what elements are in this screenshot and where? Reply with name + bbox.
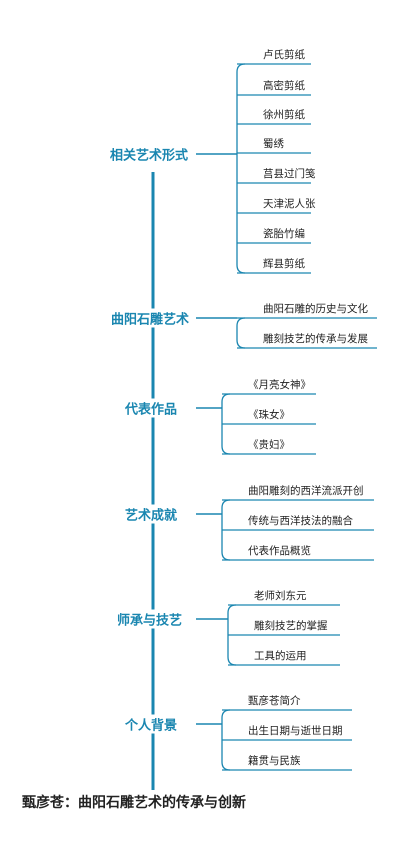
branch-3-leaf-1: 传统与西洋技法的融合 bbox=[248, 515, 353, 527]
branch-2-label: 代表作品 bbox=[124, 398, 179, 418]
branch-0-leaf-0: 卢氏剪纸 bbox=[263, 49, 305, 61]
branch-0-bracket bbox=[236, 63, 246, 274]
branch-5-leaf-1: 出生日期与逝世日期 bbox=[248, 725, 343, 737]
branch-1-label: 曲阳石雕艺术 bbox=[110, 308, 191, 328]
branch-0-leaf-7: 辉县剪纸 bbox=[263, 258, 305, 270]
branch-4-leaf-1: 雕刻技艺的掌握 bbox=[254, 620, 328, 632]
branch-1-bracket bbox=[236, 317, 246, 349]
root-title: 甄彦苍：曲阳石雕艺术的传承与创新 bbox=[22, 795, 246, 811]
branch-4-label: 师承与技艺 bbox=[116, 609, 184, 629]
branch-0-leaf-2: 徐州剪纸 bbox=[263, 109, 305, 121]
branch-1-leaf-1: 雕刻技艺的传承与发展 bbox=[263, 333, 368, 345]
branch-4-leaf-0: 老师刘东元 bbox=[254, 590, 307, 602]
branch-1-leaf-0: 曲阳石雕的历史与文化 bbox=[263, 303, 368, 315]
branch-0-leaf-5: 天津泥人张 bbox=[263, 198, 316, 210]
branch-2-leaf-2: 《贵妇》 bbox=[248, 439, 290, 451]
branch-5-leaf-2: 籍贯与民族 bbox=[248, 755, 301, 767]
branch-0-leaf-1: 高密剪纸 bbox=[263, 80, 305, 92]
branch-3-leaf-2: 代表作品概览 bbox=[248, 545, 311, 557]
branch-3-leaf-0: 曲阳雕刻的西洋流派开创 bbox=[248, 485, 364, 497]
branch-5-label: 个人背景 bbox=[124, 714, 179, 734]
branch-0-label: 相关艺术形式 bbox=[109, 144, 190, 164]
branch-3-label: 艺术成就 bbox=[124, 504, 179, 524]
branch-4-leaf-2: 工具的运用 bbox=[254, 650, 307, 662]
branch-2-leaf-1: 《珠女》 bbox=[248, 409, 290, 421]
branch-2-leaf-0: 《月亮女神》 bbox=[248, 379, 311, 391]
branch-0-leaf-6: 瓷胎竹编 bbox=[263, 228, 305, 240]
branch-5-leaf-0: 甄彦苍简介 bbox=[248, 695, 301, 707]
branch-0-leaf-4: 莒县过门笺 bbox=[263, 168, 316, 180]
branch-0-leaf-3: 蜀绣 bbox=[263, 138, 284, 150]
